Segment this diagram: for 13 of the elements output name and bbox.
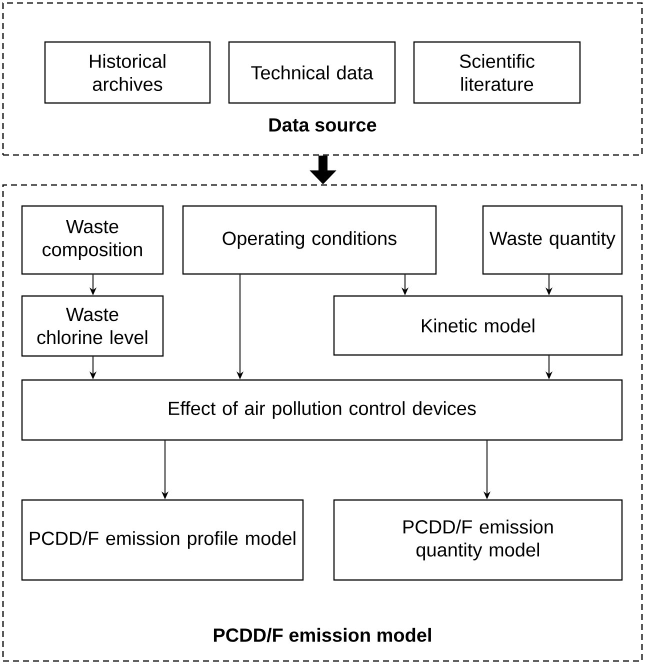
process-box: Scientific literature <box>413 41 581 104</box>
process-box: Waste chlorine level <box>21 295 164 357</box>
process-box: PCDD/F emission quantity model <box>333 499 623 581</box>
process-box: Operating conditions <box>182 205 437 275</box>
process-box: Effect of air pollution control devices <box>21 379 623 441</box>
process-box: Waste composition <box>21 205 164 275</box>
process-box: PCDD/F emission profile model <box>21 499 304 581</box>
group-heading: PCDD/F emission model <box>214 628 431 642</box>
process-box: Kinetic model <box>333 295 623 356</box>
process-box: Waste quantity <box>482 205 623 275</box>
group-heading: Data source <box>269 118 376 132</box>
process-box: Historical archives <box>44 41 211 104</box>
process-box: Technical data <box>228 41 396 104</box>
